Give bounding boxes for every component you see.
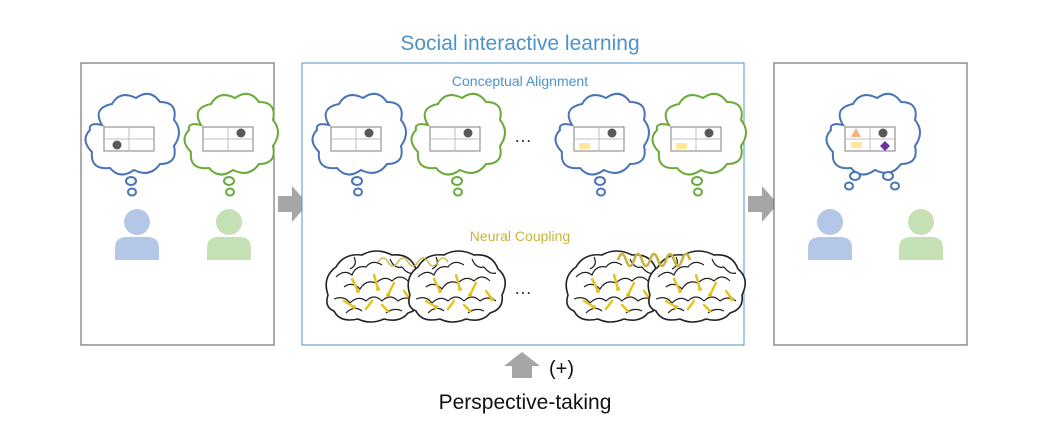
- thought-cloud-green-1: [410, 92, 506, 176]
- thought-cloud-blue-1: [311, 92, 407, 176]
- thought-bubble-trail-green: [223, 176, 235, 197]
- conceptual-alignment-label: Conceptual Alignment: [451, 73, 589, 89]
- ellipsis-bottom: …: [514, 278, 532, 298]
- thought-bubble-trail-green-2: [691, 176, 703, 197]
- brain-icon-4: [647, 249, 747, 324]
- thought-cloud-green-2: [651, 92, 747, 176]
- thought-cloud-shared: [825, 92, 921, 176]
- up-arrow-icon: [504, 352, 540, 378]
- perspective-taking-label: Perspective-taking: [438, 391, 612, 414]
- thought-bubble-trail-blue: [125, 176, 137, 197]
- thought-cloud-blue: [84, 92, 180, 176]
- neural-coupling-wave-2: [616, 252, 692, 268]
- thought-bubble-trail-shared: [844, 171, 900, 191]
- thought-bubble-trail-green-1: [451, 176, 463, 197]
- brain-icon-2: [407, 249, 507, 324]
- ellipsis-top: …: [514, 126, 532, 146]
- neural-coupling-wave-1: [377, 257, 449, 267]
- thought-cloud-blue-2: [554, 92, 650, 176]
- neural-coupling-label: Neural Coupling: [469, 228, 571, 244]
- diagram-title: Social interactive learning: [400, 32, 640, 55]
- thought-bubble-trail-blue-1: [351, 176, 363, 197]
- thought-bubble-trail-blue-2: [594, 176, 606, 197]
- thought-cloud-green: [183, 92, 279, 176]
- positive-modifier-label: (+): [549, 358, 574, 380]
